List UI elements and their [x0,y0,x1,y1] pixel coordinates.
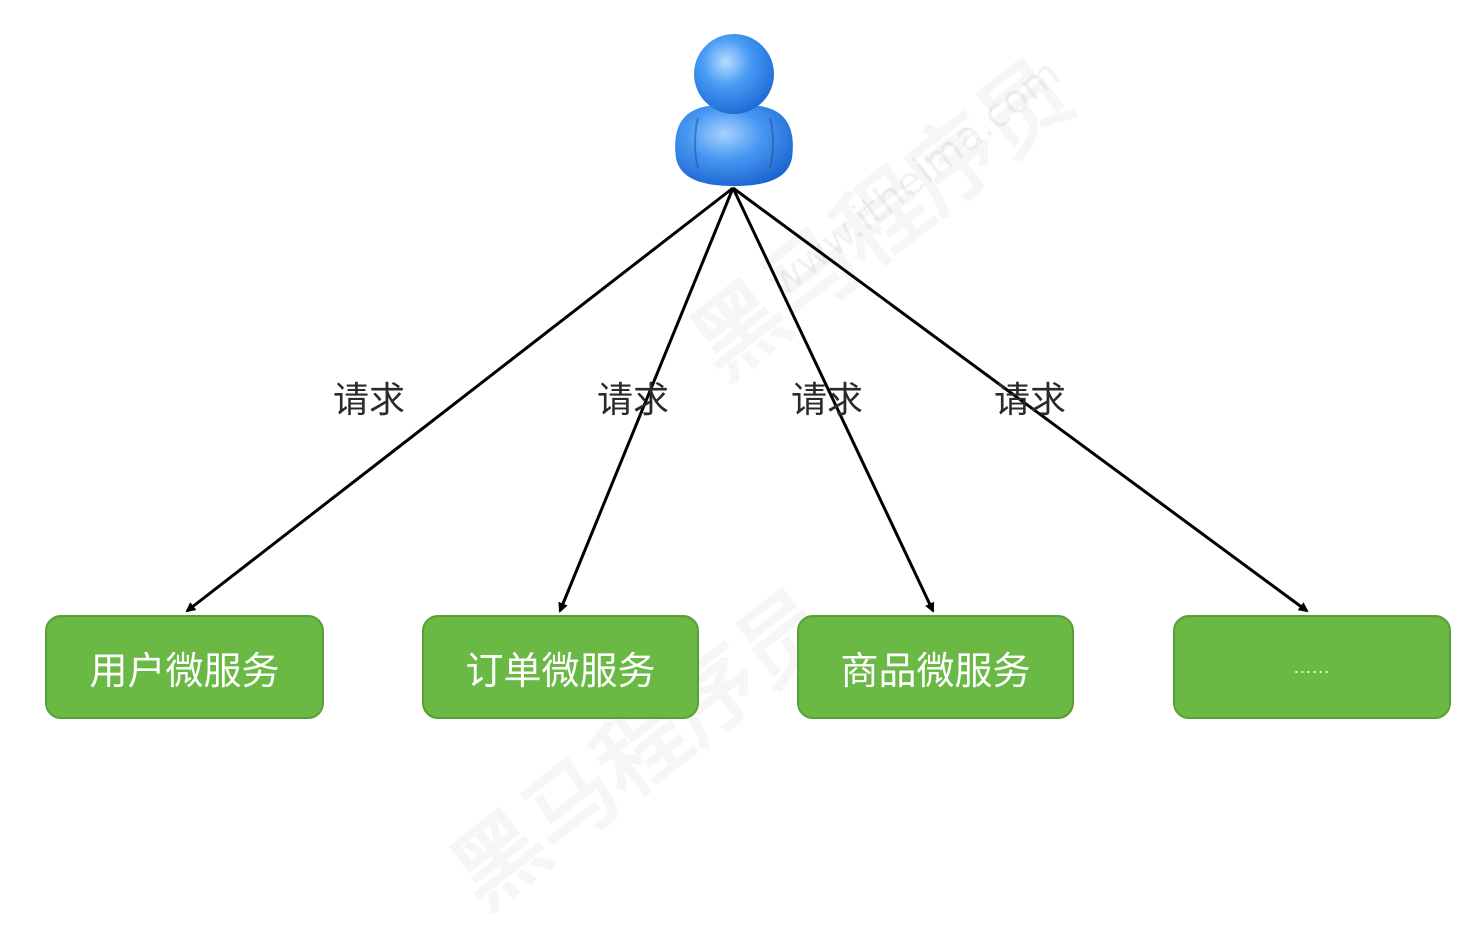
edge-label-other: 请求 [994,380,1067,421]
service-node-user: 用户微服务 [45,615,324,719]
arrow-to-user-service [185,186,734,613]
service-label: ...... [1293,657,1331,677]
service-node-product: 商品微服务 [797,615,1074,719]
arrow-to-other-service [732,186,1309,613]
arrow-to-order-service [558,187,735,613]
edge-label-order: 请求 [597,380,670,421]
service-label: 商品微服务 [840,648,1031,693]
user-icon [668,18,800,188]
service-label: 用户微服务 [89,648,280,693]
edge-label-user: 请求 [333,380,406,421]
service-node-other: ...... [1173,615,1451,719]
edge-label-product: 请求 [791,380,864,421]
service-label: 订单微服务 [465,648,656,693]
arrows-layer [185,186,1309,613]
arrow-to-product-service [731,187,935,613]
service-node-order: 订单微服务 [422,615,699,719]
